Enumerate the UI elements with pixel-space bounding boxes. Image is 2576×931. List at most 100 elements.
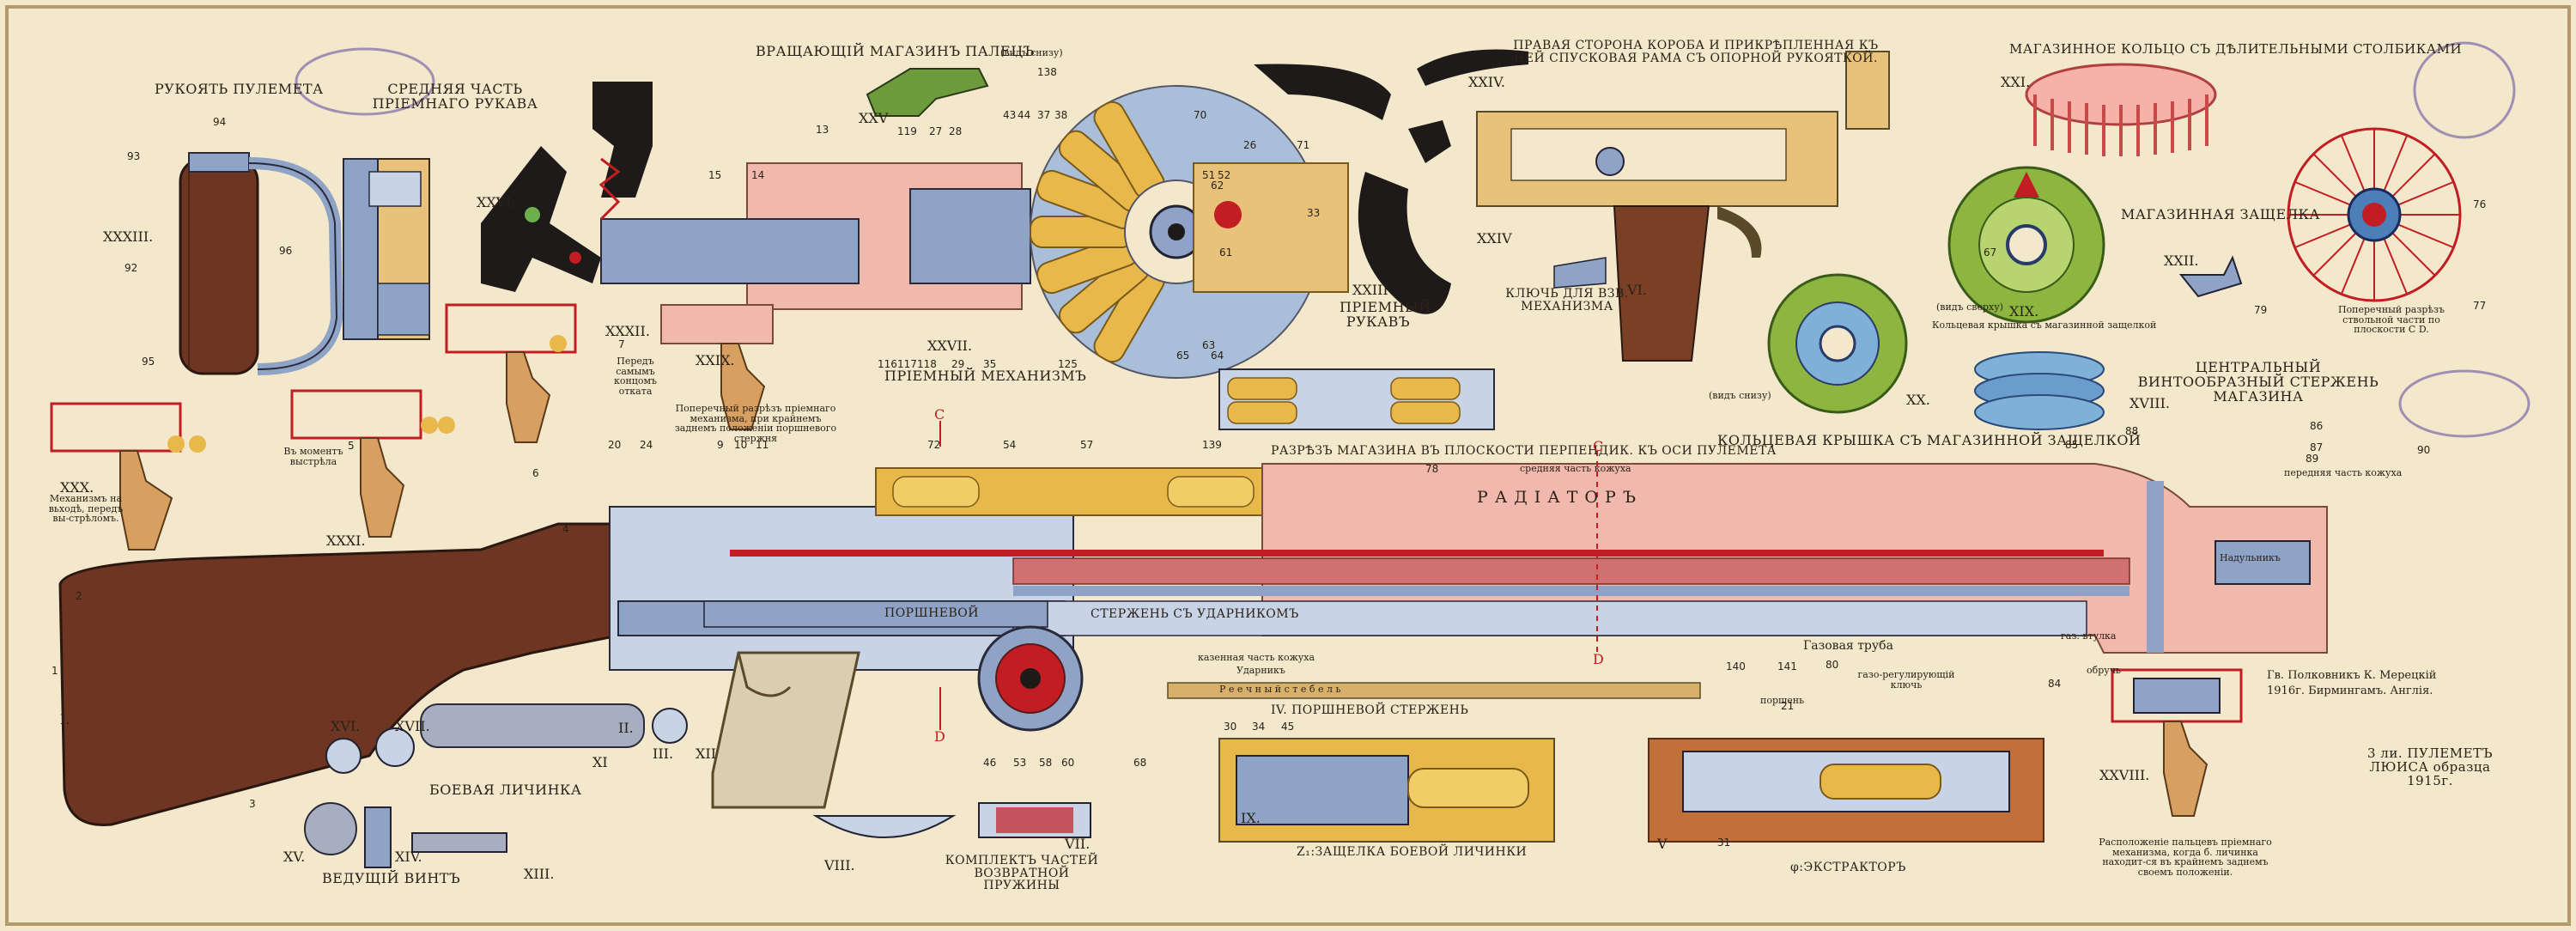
num-31: 31	[1717, 837, 1731, 849]
num-90: 90	[2417, 444, 2431, 456]
num-46: 46	[983, 757, 997, 769]
roman-ii: II.	[618, 720, 634, 736]
num-27: 27	[929, 125, 943, 137]
mag-ring-drawing	[2025, 63, 2217, 156]
num-61: 61	[1219, 246, 1233, 259]
main-gun-drawing	[58, 463, 2328, 826]
num-35: 35	[983, 358, 997, 370]
num-93: 93	[127, 150, 141, 162]
roman-xiii: XIII.	[524, 866, 555, 882]
xxii-note: Передъ самымъ концомъ отката	[613, 356, 658, 397]
mag-latch-title: МАГАЗИННАЯ ЗАЩЕЛКА	[2121, 206, 2321, 222]
roman-xxiii: XXIII	[1352, 282, 1388, 298]
roman-xxiv: XXIV	[1477, 230, 1512, 246]
spiral-core	[1974, 351, 2105, 430]
num-54: 54	[1003, 439, 1017, 451]
mid-arm-drawing	[343, 158, 430, 340]
num-53: 53	[1013, 757, 1027, 769]
view-bottom: (видъ снизу)	[1709, 390, 1771, 401]
roman-xxviii: XXVIII.	[2099, 767, 2150, 783]
num-140: 140	[1726, 660, 1746, 672]
roman-xxxiii: XXXIII.	[103, 228, 154, 245]
num-58: 58	[1039, 757, 1053, 769]
num-64: 64	[1211, 350, 1224, 362]
mag-cover-title: КОЛЬЦЕВАЯ КРЫШКА СЪ МАГАЗИННОЙ ЗАЩЕЛКОЙ	[1717, 432, 2142, 448]
num-72: 72	[927, 439, 941, 451]
author-place: 1916г. Бирмингамъ. Англія.	[2267, 685, 2433, 697]
num-84: 84	[2048, 678, 2062, 690]
xxi-note: Въ моментъ выстрѣла	[283, 446, 343, 467]
cd-section-wheel	[2287, 127, 2462, 302]
roman-xx: XX.	[1906, 392, 1930, 408]
marker-c-left: C	[934, 406, 945, 423]
num-20: 20	[608, 439, 622, 451]
ink-stamps	[295, 41, 2530, 438]
roman-xi: XI	[592, 754, 608, 770]
roman-xxxi: XXXI.	[326, 532, 366, 549]
band-label: обручь	[2087, 665, 2122, 676]
num-21: 21	[1781, 700, 1795, 712]
roman-vi: VI.	[1627, 282, 1647, 298]
roman-xxxii: XXXII.	[605, 323, 650, 339]
num-118: 118	[917, 358, 937, 370]
handle-title: РУКОЯТЬ ПУЛЕМЕТА	[155, 81, 324, 97]
feed-mech-title: ПРІЕМНЫЙ МЕХАНИЗМЪ	[884, 368, 1087, 384]
num-45: 45	[1281, 721, 1295, 733]
num-86: 86	[2310, 420, 2324, 432]
num-1: 1	[52, 665, 58, 677]
num-60: 60	[1061, 757, 1075, 769]
center-core-title: ЦЕНТРАЛЬНЫЙ ВИНТООБРАЗНЫЙ СТЕРЖЕНЬ МАГАЗ…	[2137, 359, 2379, 405]
num-44: 44	[1018, 109, 1031, 121]
num-52: 52	[1218, 169, 1231, 181]
num-70: 70	[1194, 109, 1207, 121]
pawl-title: ВРАЩАЮЩІЙ МАГАЗИНЪ ПАЛЕЦЪ	[756, 43, 1035, 59]
piston-label: поршень	[1760, 695, 1805, 706]
num-30: 30	[1224, 721, 1237, 733]
num-95: 95	[142, 356, 155, 368]
xxiv-lever	[1417, 49, 1528, 86]
num-125: 125	[1058, 358, 1078, 370]
pawl-note: (видъ снизу)	[1000, 47, 1063, 58]
num-24: 24	[640, 439, 653, 451]
num-92: 92	[125, 262, 138, 274]
jacket-front-label: передняя часть кожуха	[2284, 467, 2403, 478]
roman-xviii: XVIII.	[2129, 395, 2170, 411]
num-29: 29	[951, 358, 965, 370]
view-top: (видъ сверху)	[1936, 301, 2003, 313]
num-87: 87	[2310, 441, 2324, 453]
piston-rod-word: ПОРШНЕВОЙ	[884, 606, 979, 620]
cd-section-line	[939, 421, 1598, 730]
feed-arm-title: ПРІЕМНЫЙ РУКАВЪ	[1340, 299, 1431, 330]
num-10: 10	[734, 439, 748, 451]
num-119: 119	[897, 125, 917, 137]
rack-label: Р е е ч н ы й с т е б е л ь	[1219, 684, 1341, 695]
num-11: 11	[756, 439, 769, 451]
roman-xxvii: XXVII.	[927, 338, 973, 354]
mag-section-drawing	[1218, 368, 1495, 430]
num-14: 14	[751, 169, 765, 181]
xxx-note: Механизмъ на вьходѣ, передъ вы-стрѣломъ.	[48, 493, 124, 525]
roman-xv: XV.	[283, 849, 306, 865]
xxv-pawl	[866, 68, 989, 117]
num-9: 9	[717, 439, 724, 451]
striker-label: Ударникъ	[1236, 665, 1285, 676]
num-26: 26	[1243, 139, 1257, 151]
num-76: 76	[2473, 198, 2487, 210]
num-7: 7	[618, 338, 625, 350]
roman-xxvi: XXVI.	[477, 194, 516, 210]
key-title: КЛЮЧЬ ДЛЯ ВЗВ. МЕХАНИЗМА	[1505, 287, 1629, 313]
key-drawing	[1553, 257, 1607, 289]
num-2: 2	[76, 590, 82, 602]
num-139: 139	[1202, 439, 1222, 451]
num-33: 33	[1307, 207, 1321, 219]
num-78: 78	[1425, 463, 1439, 475]
num-43: 43	[1003, 109, 1017, 121]
num-51: 51	[1202, 169, 1216, 181]
num-13: 13	[816, 124, 829, 136]
roman-xxiv-top: XXIV.	[1468, 74, 1505, 90]
roman-xxi: XXI.	[2001, 74, 2031, 90]
gas-bush-label: газ. втулка	[2061, 630, 2117, 642]
roman-i: I.	[60, 711, 70, 727]
mag-ring-title: МАГАЗИННОЕ КОЛЬЦО СЪ ДѢЛИТЕЛЬНЫМИ СТОЛБИ…	[2009, 41, 2463, 57]
